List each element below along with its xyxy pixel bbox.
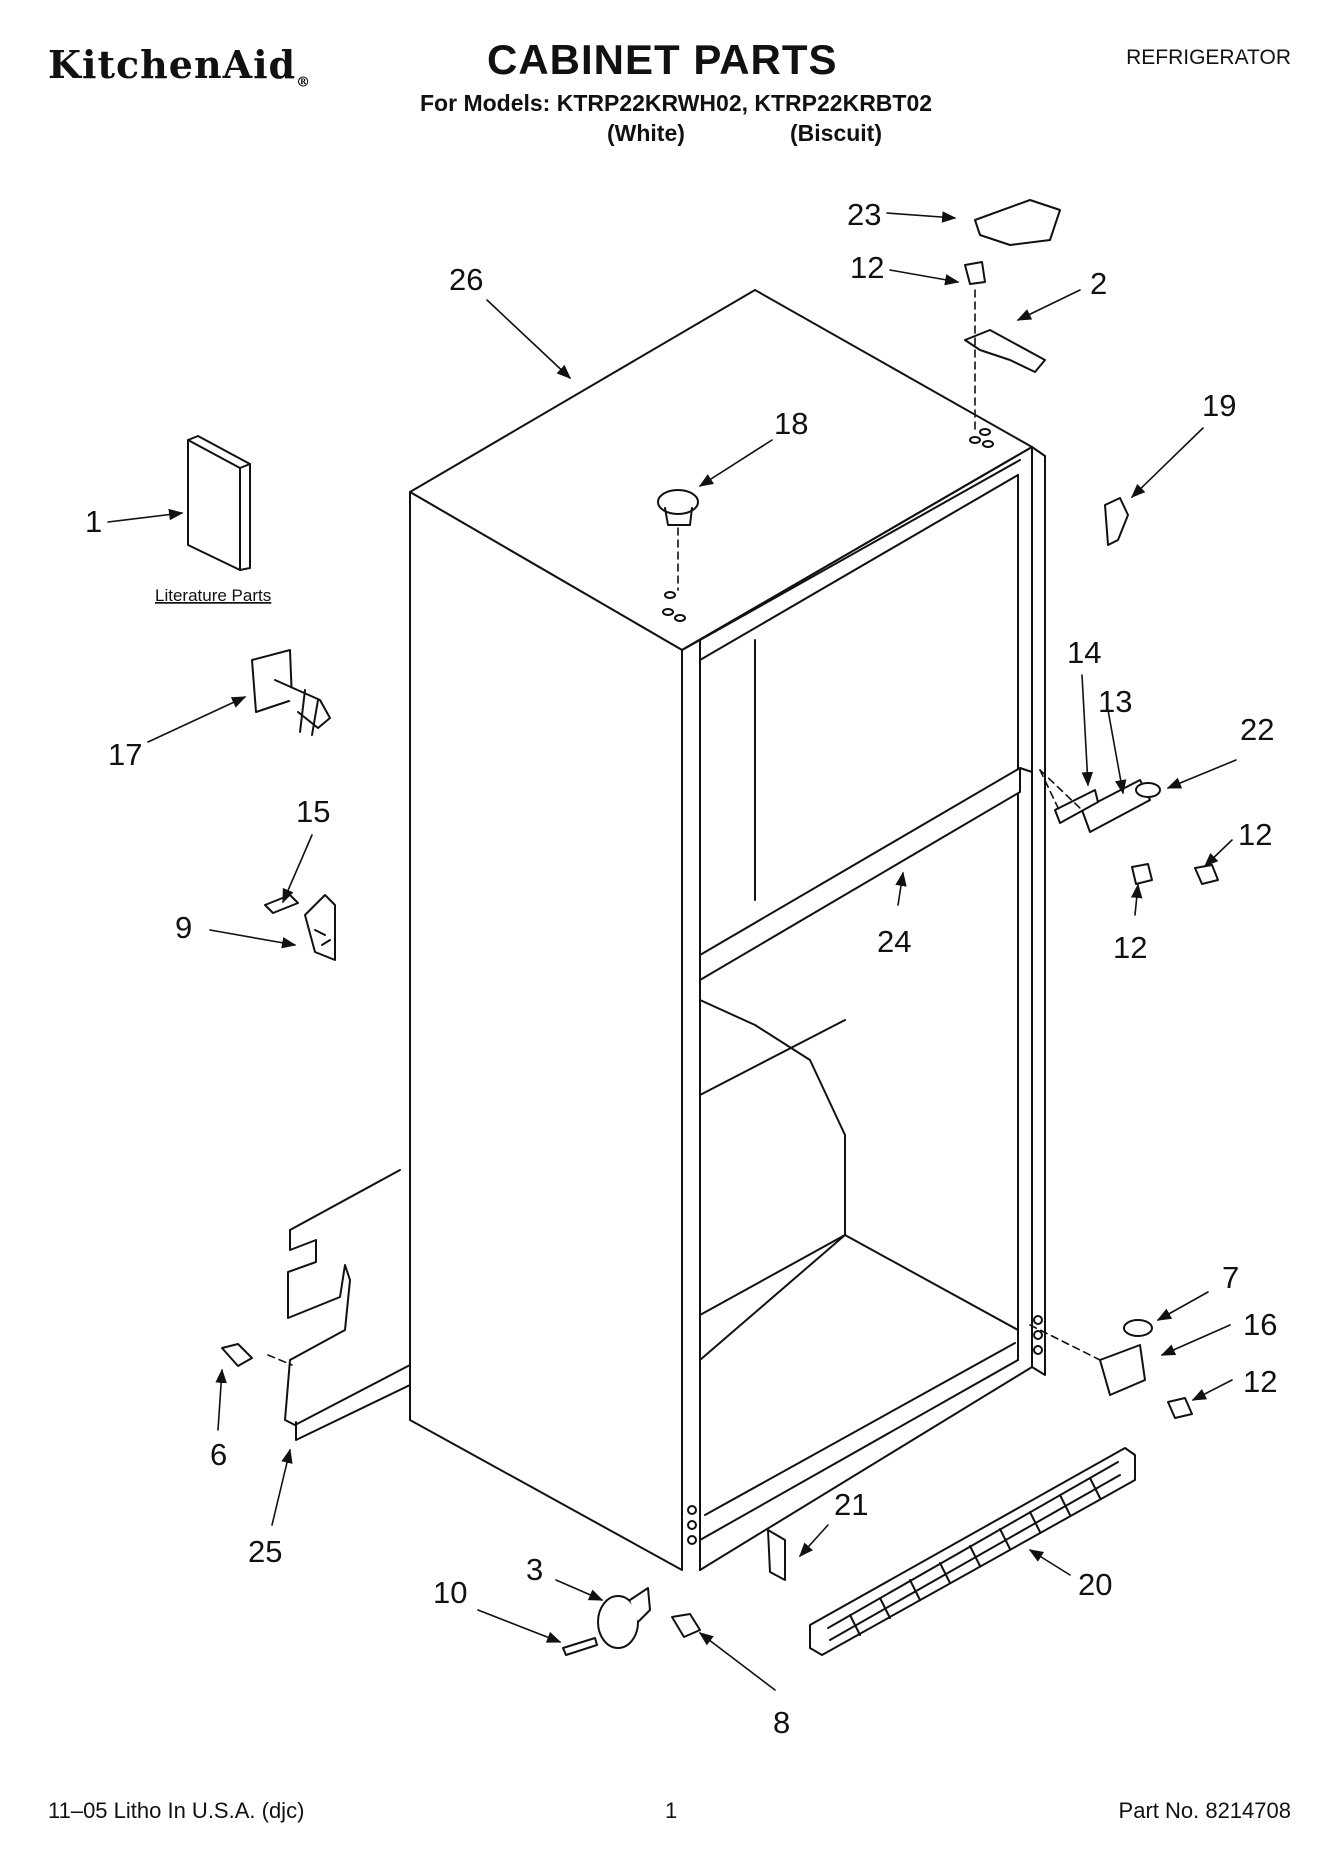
bottom-hinge-part-16 xyxy=(1099,1344,1146,1396)
cover-part-19 xyxy=(1104,497,1129,546)
plug-part-18 xyxy=(657,489,699,526)
leveler-part-3 xyxy=(597,1587,651,1649)
screw-part-15 xyxy=(264,894,299,914)
callout-12-mid-right: 12 xyxy=(1238,817,1272,852)
callout-12-mid: 12 xyxy=(1113,930,1147,965)
screw-part-6 xyxy=(221,1343,253,1367)
brand-logo: KitchenAid® xyxy=(48,42,311,91)
top-hinge-part-2 xyxy=(964,329,1046,373)
screw-part-12-bottom xyxy=(1167,1397,1193,1419)
callout-12-top: 12 xyxy=(850,250,884,285)
literature-parts-book xyxy=(187,435,251,571)
callout-16: 16 xyxy=(1243,1307,1277,1342)
callout-2: 2 xyxy=(1090,266,1107,301)
hinge-cover-part-23 xyxy=(974,199,1061,246)
toe-grille-part-20 xyxy=(809,1447,1136,1656)
callout-13: 13 xyxy=(1098,684,1132,719)
clip-part-21 xyxy=(767,1529,786,1581)
callout-26: 26 xyxy=(449,262,483,297)
callout-17: 17 xyxy=(108,737,142,772)
callout-3: 3 xyxy=(526,1552,543,1587)
callout-18: 18 xyxy=(774,406,808,441)
callout-7: 7 xyxy=(1222,1260,1239,1295)
color-white: (White) xyxy=(607,120,685,146)
callout-1: 1 xyxy=(85,504,102,539)
hinge-plate-part-25 xyxy=(284,1169,411,1441)
callout-23: 23 xyxy=(847,197,881,232)
registered-mark: ® xyxy=(296,74,312,91)
callout-9: 9 xyxy=(175,910,192,945)
bracket-part-9 xyxy=(304,894,336,961)
screw-part-8 xyxy=(671,1613,701,1638)
page-number: 1 xyxy=(665,1798,678,1823)
models-line: For Models: KTRP22KRWH02, KTRP22KRBT02 xyxy=(420,90,933,116)
callout-14: 14 xyxy=(1067,635,1101,670)
pin-part-10 xyxy=(562,1637,598,1656)
callout-24: 24 xyxy=(877,924,911,959)
washer-part-7 xyxy=(1123,1319,1153,1337)
leader-lines xyxy=(107,211,1237,1691)
callout-8: 8 xyxy=(773,1705,790,1740)
callout-20: 20 xyxy=(1078,1567,1112,1602)
refrigerator-cabinet xyxy=(409,289,1046,1571)
part-number: Part No. 8214708 xyxy=(1118,1798,1291,1823)
screw-part-12-mid xyxy=(1131,863,1219,885)
color-biscuit: (Biscuit) xyxy=(790,120,882,146)
callout-6: 6 xyxy=(210,1437,227,1472)
product-category: REFRIGERATOR xyxy=(1126,46,1291,69)
callout-19: 19 xyxy=(1202,388,1236,423)
hinge-pin-part-17 xyxy=(251,649,331,736)
literature-parts-label: Literature Parts xyxy=(155,586,271,605)
callout-12-bottom: 12 xyxy=(1243,1364,1277,1399)
callout-25: 25 xyxy=(248,1534,282,1569)
litho-note: 11–05 Litho In U.S.A. (djc) xyxy=(48,1798,305,1823)
callout-22: 22 xyxy=(1240,712,1274,747)
callout-15: 15 xyxy=(296,794,330,829)
hinge-screw-part-12 xyxy=(964,261,986,285)
callout-10: 10 xyxy=(433,1575,467,1610)
callout-21: 21 xyxy=(834,1487,868,1522)
page-title: CABINET PARTS xyxy=(487,36,838,83)
washer-part-22 xyxy=(1135,782,1161,798)
shim-part-14 xyxy=(1054,789,1099,824)
brand-name: KitchenAid xyxy=(48,42,297,87)
